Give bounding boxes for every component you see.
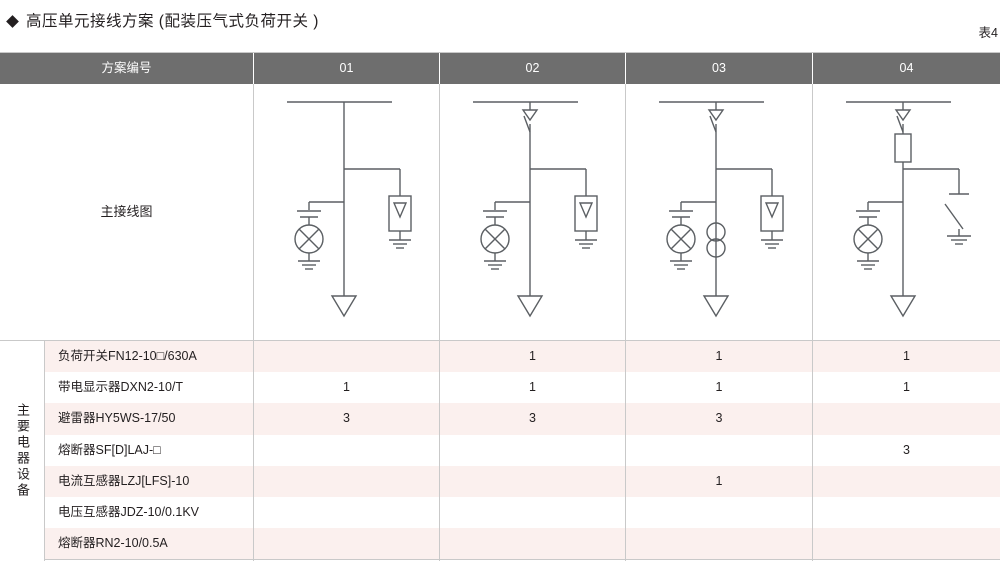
equipment-name: 熔断器SF[D]LAJ-□ [58, 442, 161, 457]
main-wiring-diagram-row: 主接线图 [0, 84, 1000, 341]
equipment-value-01: 1 [343, 380, 350, 395]
equipment-value-04: 3 [903, 442, 910, 457]
diagram-scheme-04 [813, 84, 1000, 340]
diagram-scheme-03 [626, 84, 812, 340]
circuit-diagram-02 [473, 101, 598, 318]
table-row: 带电显示器DXN2-10/T 1 1 1 1 [45, 372, 1000, 404]
equipment-value-04 [813, 403, 1000, 434]
live-display-indicator-icon [480, 210, 510, 270]
surge-arrester-icon [388, 195, 412, 249]
load-break-switch-icon [707, 109, 725, 133]
column-divider [812, 84, 813, 561]
header-divider [812, 53, 813, 84]
cable-termination-icon [702, 295, 730, 318]
equipment-name: 电压互感器JDZ-10/0.1KV [58, 505, 200, 519]
equipment-value-04 [813, 466, 1000, 497]
diagram-scheme-02 [440, 84, 625, 340]
equipment-value-01 [254, 341, 439, 372]
equipment-value-01 [254, 497, 439, 528]
header-row-label: 方案编号 [101, 61, 152, 75]
table-row: 电压互感器JDZ-10/0.1KV [45, 497, 1000, 529]
table-number-label: 表4 [978, 26, 998, 40]
cable-termination-icon [889, 295, 917, 318]
equipment-value-03 [626, 435, 812, 466]
live-display-indicator-icon [294, 210, 324, 270]
page-title-bar: 高压单元接线方案 (配装压气式负荷开关 ) 表4 [0, 0, 1000, 52]
equipment-value-03: 1 [715, 380, 723, 395]
header-col-04: 04 [899, 61, 914, 75]
column-divider [253, 84, 254, 561]
equipment-value-02 [440, 497, 625, 528]
equipment-section-label-text: 主要电器设备 [15, 402, 30, 499]
table-row: 熔断器RN2-10/0.5A [45, 528, 1000, 560]
equipment-value-04: 1 [903, 380, 910, 395]
equipment-value-04 [813, 497, 1000, 528]
equipment-name: 避雷器HY5WS-17/50 [58, 411, 176, 426]
equipment-value-04 [813, 528, 1000, 559]
equipment-value-03: 1 [715, 473, 723, 488]
earthing-switch-icon [944, 193, 971, 245]
circuit-diagram-04 [846, 101, 971, 318]
header-divider [625, 53, 626, 84]
cable-termination-icon [516, 295, 544, 318]
equipment-value-02 [440, 466, 625, 497]
live-display-indicator-icon [666, 210, 696, 270]
fuse-icon [894, 133, 912, 163]
equipment-value-02 [440, 435, 625, 466]
table-row: 避雷器HY5WS-17/50 3 3 3 [45, 403, 1000, 435]
equipment-name: 负荷开关FN12-10□/630A [58, 349, 197, 363]
equipment-name: 带电显示器DXN2-10/T [58, 380, 184, 395]
circuit-diagram-03 [659, 101, 784, 318]
current-transformer-icon [706, 222, 726, 258]
equipment-value-02: 3 [529, 411, 536, 426]
equipment-name: 电流互感器LZJ[LFS]-10 [58, 473, 190, 488]
circuit-diagram-01 [287, 101, 412, 318]
surge-arrester-icon [760, 195, 784, 249]
diamond-bullet-icon [6, 15, 19, 28]
header-divider [253, 53, 254, 84]
live-display-indicator-icon [853, 210, 883, 270]
equipment-section-label: 主要电器设备 [0, 341, 45, 560]
equipment-value-01 [254, 435, 439, 466]
equipment-value-02: 1 [529, 349, 536, 363]
column-divider [44, 341, 45, 561]
load-break-switch-icon [894, 109, 912, 133]
page-title: 高压单元接线方案 (配装压气式负荷开关 ) [26, 13, 319, 30]
header-col-02: 02 [525, 61, 540, 75]
cable-termination-icon [330, 295, 358, 318]
main-wiring-diagram-label: 主接线图 [100, 204, 153, 219]
equipment-value-03: 1 [715, 349, 723, 363]
table-row: 负荷开关FN12-10□/630A 1 1 1 [45, 341, 1000, 373]
table-row: 电流互感器LZJ[LFS]-10 1 [45, 465, 1000, 497]
equipment-value-04: 1 [903, 349, 910, 363]
diagram-scheme-01 [254, 84, 439, 340]
table-header-row: 方案编号 01 02 03 04 [0, 53, 1000, 84]
equipment-value-02 [440, 528, 625, 559]
equipment-value-01 [254, 528, 439, 559]
equipment-value-03 [626, 528, 812, 559]
equipment-value-02: 1 [529, 380, 536, 395]
surge-arrester-icon [574, 195, 598, 249]
equipment-value-03 [626, 497, 812, 528]
column-divider [439, 84, 440, 561]
table-row: 熔断器SF[D]LAJ-□ 3 [45, 434, 1000, 466]
header-col-01: 01 [339, 61, 354, 75]
equipment-name: 熔断器RN2-10/0.5A [58, 536, 168, 551]
wiring-scheme-table: 方案编号 01 02 03 04 主接线图 [0, 52, 1000, 561]
column-divider [625, 84, 626, 561]
equipment-value-01 [254, 466, 439, 497]
equipment-value-01: 3 [343, 411, 350, 426]
load-break-switch-icon [521, 109, 539, 133]
header-col-03: 03 [712, 61, 726, 75]
header-divider [439, 53, 440, 84]
equipment-value-03: 3 [715, 411, 723, 426]
equipment-section: 主要电器设备 负荷开关FN12-10□/630A 1 1 1 带电显示器DXN2… [0, 341, 1000, 560]
